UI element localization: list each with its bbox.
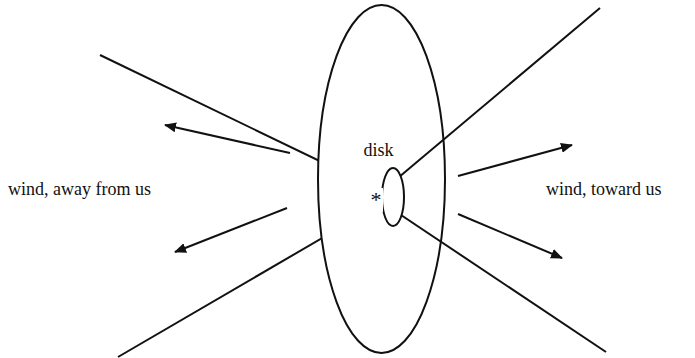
star-symbol: *	[370, 188, 383, 212]
wind-label: wind, toward us	[546, 180, 662, 200]
wind-arrow	[458, 214, 562, 258]
cone-line	[386, 205, 606, 352]
cone-base	[382, 168, 404, 226]
wind-label: wind, away from us	[8, 180, 151, 200]
cone-line	[386, 8, 600, 188]
disk-ellipse: disk	[317, 4, 446, 354]
wind-arrow	[175, 208, 287, 252]
wind-arrow	[458, 145, 572, 176]
wind-arrow	[165, 125, 290, 153]
disk-label: disk	[311, 141, 446, 161]
ellipse-outline	[317, 4, 446, 354]
